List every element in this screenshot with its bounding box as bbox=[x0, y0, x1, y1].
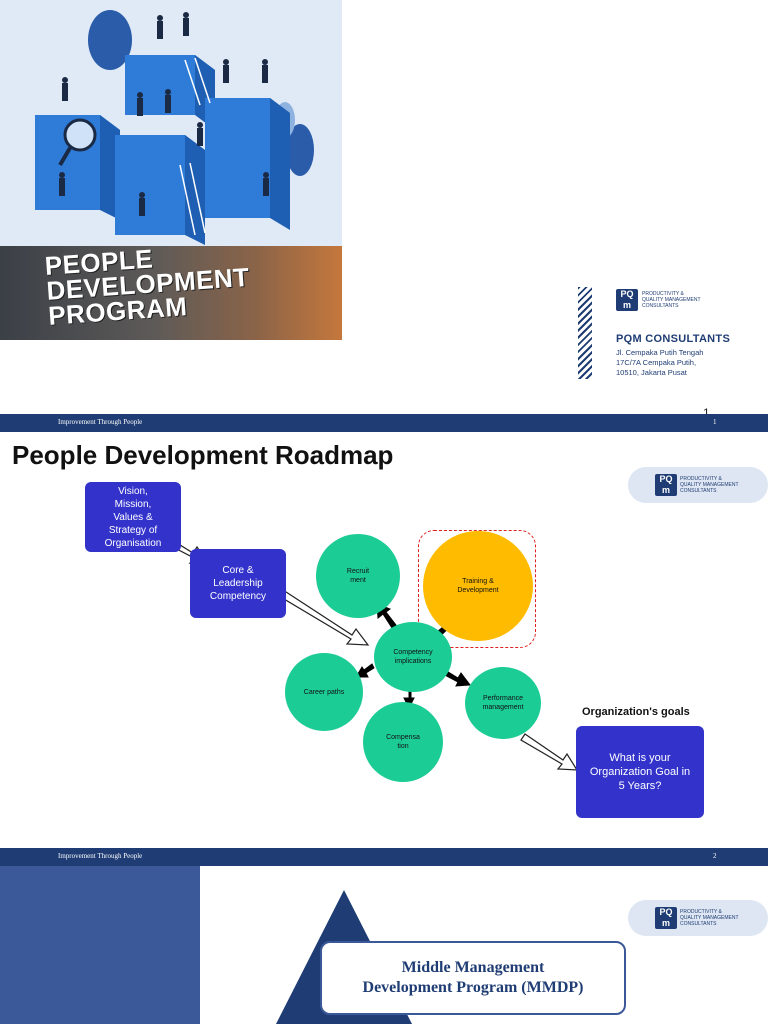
logo-pill: PQ m PRODUCTIVITY & QUALITY MANAGEMENT C… bbox=[628, 467, 768, 503]
pqm-logo: PQ m bbox=[655, 907, 677, 929]
training-circle: Training & Development bbox=[423, 531, 533, 641]
vision-box: Vision, Mission, Values & Strategy of Or… bbox=[85, 482, 181, 552]
company-address: Jl. Cempaka Putih Tengah 17C/7A Cempaka … bbox=[616, 348, 704, 377]
logo-tagline: PRODUCTIVITY & QUALITY MANAGEMENT CONSUL… bbox=[680, 476, 739, 494]
company-name: PQM CONSULTANTS bbox=[616, 333, 731, 345]
core-competency-box: Core & Leadership Competency bbox=[190, 549, 286, 618]
highlight-dashed-frame bbox=[418, 530, 536, 648]
career-paths-circle: Career paths bbox=[285, 653, 363, 731]
arrow-to-goal bbox=[520, 733, 579, 771]
mmdp-title: Middle Management Development Program (M… bbox=[320, 941, 626, 1015]
footer-page-number: 1 bbox=[713, 418, 717, 426]
hatch-decoration bbox=[578, 287, 592, 379]
performance-circle: Performance management bbox=[465, 667, 541, 739]
pqm-logo: PQ m bbox=[655, 474, 677, 496]
footer-text: Improvement Through People bbox=[58, 852, 143, 860]
logo-pill: PQ m PRODUCTIVITY & QUALITY MANAGEMENT C… bbox=[628, 900, 768, 936]
hero-image: PEOPLE DEVELOPMENT PROGRAM bbox=[0, 0, 342, 340]
logo-tagline: PRODUCTIVITY & QUALITY MANAGEMENT CONSUL… bbox=[680, 909, 739, 927]
recruitment-circle: Recruit ment bbox=[316, 534, 400, 618]
pqm-logo: PQ m bbox=[616, 289, 638, 311]
page-number: 1 bbox=[703, 406, 710, 420]
slide-title: People Development Roadmap bbox=[12, 440, 394, 470]
arrow-core-to-center bbox=[278, 589, 370, 646]
footer-text: Improvement Through People bbox=[58, 418, 143, 426]
competency-center-circle: Competency implications bbox=[374, 622, 452, 692]
compensation-circle: Compensa tion bbox=[363, 702, 443, 782]
arrow-to-career bbox=[355, 663, 375, 678]
goals-label: Organization's goals bbox=[582, 706, 690, 718]
goal-box: What is your Organization Goal in 5 Year… bbox=[576, 726, 704, 818]
hero-title: PEOPLE DEVELOPMENT PROGRAM bbox=[43, 246, 251, 331]
logo-tagline: PRODUCTIVITY & QUALITY MANAGEMENT CONSUL… bbox=[642, 291, 701, 309]
slide-footer: Improvement Through People 1 bbox=[0, 414, 768, 432]
hero-banner: PEOPLE DEVELOPMENT PROGRAM bbox=[0, 246, 342, 340]
slide-footer: Improvement Through People 2 bbox=[0, 848, 768, 866]
company-contact-block: PQ m PRODUCTIVITY & QUALITY MANAGEMENT C… bbox=[578, 285, 748, 381]
footer-page-number: 2 bbox=[713, 852, 717, 860]
side-panel bbox=[0, 866, 200, 1024]
isometric-blocks-illustration bbox=[0, 0, 342, 246]
